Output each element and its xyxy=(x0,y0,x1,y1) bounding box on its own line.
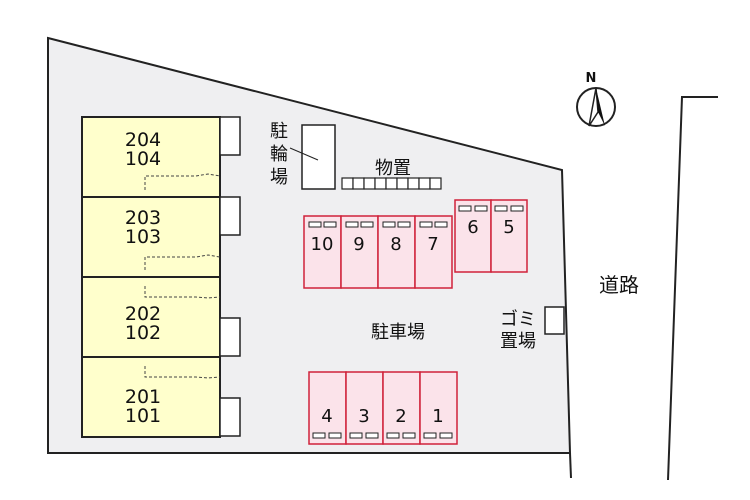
parking-stall xyxy=(345,371,384,445)
lot-edge-extension xyxy=(569,452,572,479)
bicycle-parking-label: 駐 xyxy=(270,121,288,142)
wheel-stop xyxy=(328,432,342,439)
building: 204 104 203 103 202 102 201 101 xyxy=(81,116,241,438)
balcony-line xyxy=(144,173,221,190)
unit-block xyxy=(81,356,221,438)
entrance-step xyxy=(219,116,241,156)
parking-stall-number: 7 xyxy=(427,234,438,255)
unit-block xyxy=(81,196,221,278)
wheel-stop xyxy=(382,221,396,228)
parking-stall xyxy=(454,199,492,273)
compass-label: N xyxy=(586,71,597,86)
parking-row-lower: 4 3 2 1 xyxy=(308,371,458,445)
bicycle-parking-leader xyxy=(289,147,319,161)
road-label: 道路 xyxy=(599,273,639,297)
balcony-line xyxy=(144,286,221,299)
wheel-stop xyxy=(458,205,472,212)
garbage-label: 置場 xyxy=(500,331,536,352)
parking-stall xyxy=(303,215,342,289)
wheel-stop xyxy=(423,432,437,439)
parking-stall-number: 1 xyxy=(432,406,443,427)
wheel-stop xyxy=(360,221,374,228)
north-arrow-icon xyxy=(576,87,616,127)
unit-block xyxy=(81,116,221,198)
unit-number-lower: 102 xyxy=(125,322,161,344)
bicycle-parking-label: 輪 xyxy=(270,144,288,165)
unit-number-upper: 204 xyxy=(125,129,161,151)
wheel-stop xyxy=(323,221,337,228)
wheel-stop xyxy=(434,221,448,228)
parking-stall-number: 6 xyxy=(467,217,478,238)
parking-stall xyxy=(414,215,453,289)
wheel-stop xyxy=(474,205,488,212)
wheel-stop xyxy=(308,221,322,228)
parking-stall xyxy=(490,199,528,273)
parking-stall xyxy=(382,371,421,445)
wheel-stop xyxy=(510,205,524,212)
entrance-step xyxy=(219,196,241,236)
garbage-box xyxy=(544,306,565,335)
bicycle-parking-area xyxy=(301,124,336,190)
parking-stall-number: 9 xyxy=(353,234,364,255)
parking-stall-number: 10 xyxy=(311,234,334,255)
parking-stall xyxy=(308,371,347,445)
parking-stall-number: 5 xyxy=(503,217,514,238)
wheel-stop xyxy=(345,221,359,228)
wheel-stop xyxy=(397,221,411,228)
garbage-label: ゴミ xyxy=(500,309,536,330)
wheel-stop xyxy=(439,432,453,439)
road-edge xyxy=(667,96,718,481)
balcony-line xyxy=(144,254,221,270)
parking-stall-number: 3 xyxy=(358,406,369,427)
bicycle-parking-label: 場 xyxy=(270,167,288,188)
storage-label: 物置 xyxy=(375,158,411,179)
parking-stall-number: 4 xyxy=(321,406,332,427)
unit-number-upper: 203 xyxy=(125,207,161,229)
parking-row-upper: 10 9 8 7 xyxy=(303,215,453,289)
storage-shed xyxy=(341,177,442,190)
unit-number-lower: 103 xyxy=(125,226,161,248)
unit-number-lower: 101 xyxy=(125,405,161,427)
wheel-stop xyxy=(402,432,416,439)
parking-stall-number: 8 xyxy=(390,234,401,255)
entrance-step xyxy=(219,317,241,357)
unit-number-upper: 201 xyxy=(125,386,161,408)
wheel-stop xyxy=(386,432,400,439)
parking-stall xyxy=(340,215,379,289)
unit-number-lower: 104 xyxy=(125,148,161,170)
wheel-stop xyxy=(419,221,433,228)
parking-lot-label: 駐車場 xyxy=(371,322,425,343)
parking-stall xyxy=(377,215,416,289)
wheel-stop xyxy=(494,205,508,212)
wheel-stop xyxy=(349,432,363,439)
balcony-line xyxy=(144,366,221,379)
wheel-stop xyxy=(312,432,326,439)
parking-row-upper-right: 6 5 xyxy=(454,199,528,273)
wheel-stop xyxy=(365,432,379,439)
entrance-step xyxy=(219,397,241,437)
parking-stall xyxy=(419,371,458,445)
parking-stall-number: 2 xyxy=(395,406,406,427)
unit-number-upper: 202 xyxy=(125,303,161,325)
